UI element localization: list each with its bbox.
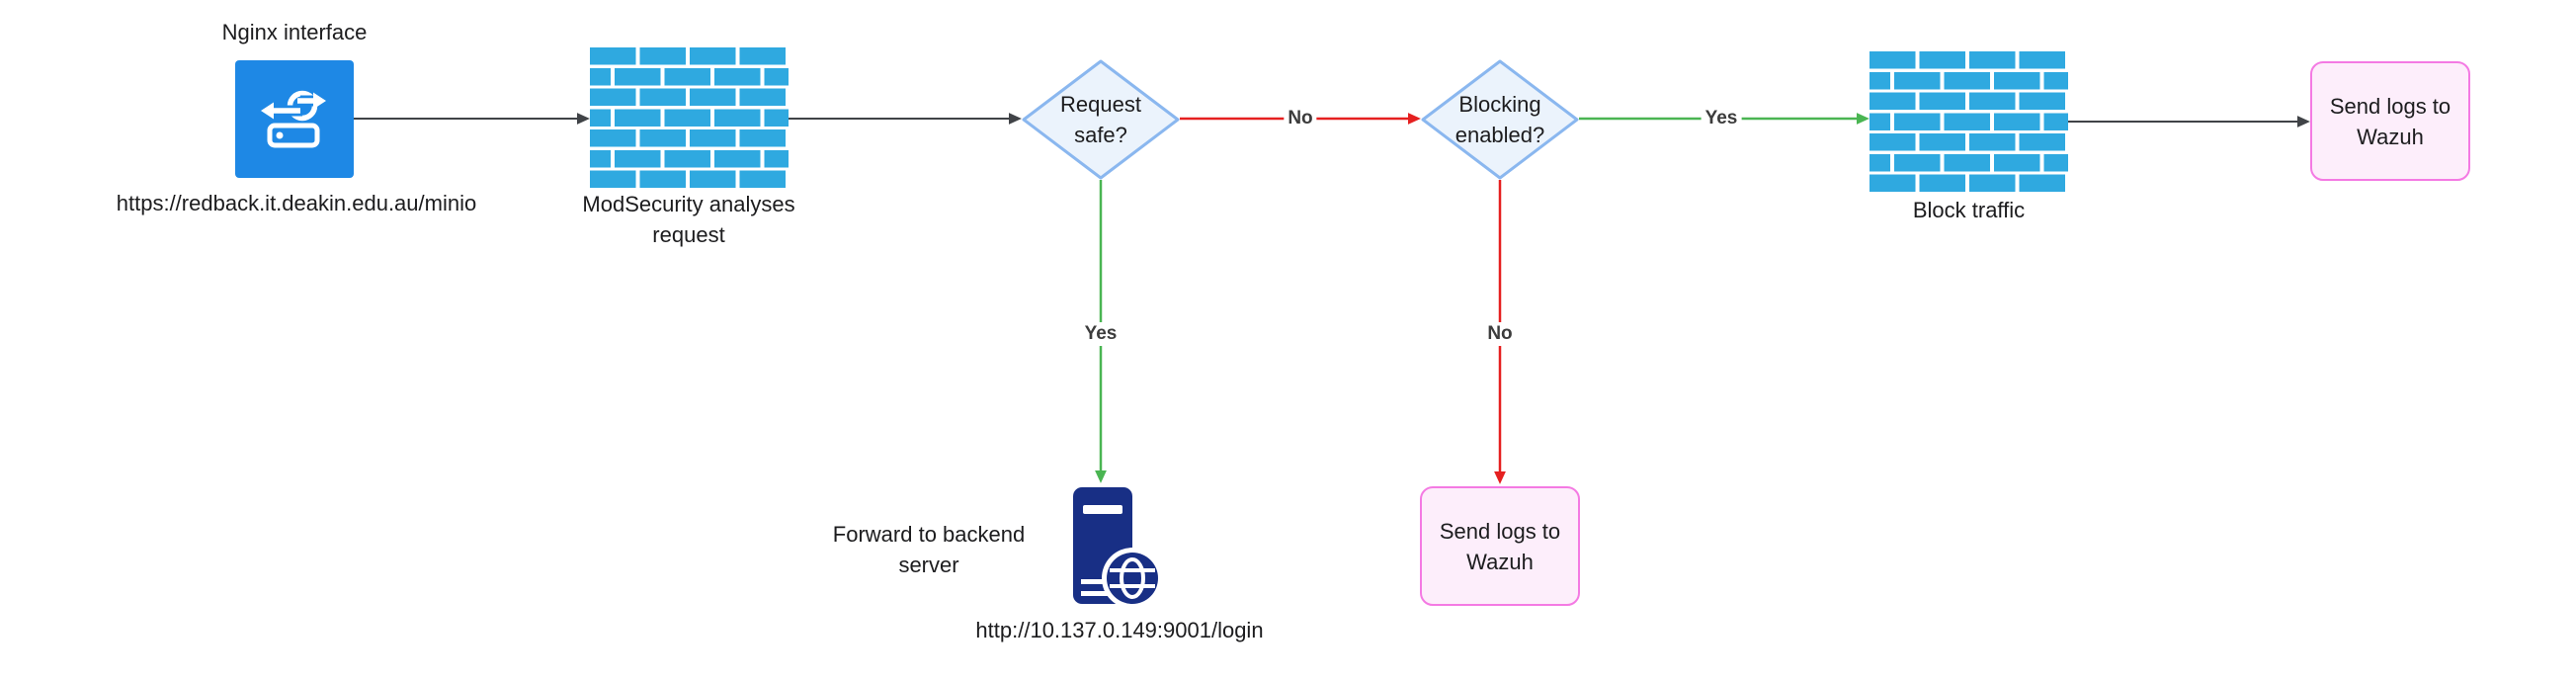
request-safe-line1: Request bbox=[1060, 92, 1141, 117]
request-safe-line2: safe? bbox=[1074, 123, 1127, 147]
send-logs-wazuh-right-box: Send logs to Wazuh bbox=[2310, 61, 2470, 181]
request-safe-text: Request safe? bbox=[1022, 89, 1180, 150]
send-logs-wazuh-right-line2: Wazuh bbox=[2357, 124, 2424, 149]
firewall-icon bbox=[590, 47, 789, 191]
edge-label-yes-horizontal: Yes bbox=[1701, 107, 1742, 130]
send-logs-wazuh-right-line1: Send logs to bbox=[2329, 93, 2451, 119]
blocking-enabled-text: Blocking enabled? bbox=[1421, 89, 1579, 150]
send-logs-wazuh-bottom-line2: Wazuh bbox=[1466, 549, 1534, 574]
blocking-enabled-line1: Blocking bbox=[1458, 92, 1541, 117]
nginx-url: https://redback.it.deakin.edu.au/minio bbox=[116, 191, 477, 215]
request-safe-diamond bbox=[1022, 59, 1180, 180]
forward-backend-label-line2: server bbox=[898, 553, 959, 577]
blocking-enabled-diamond bbox=[1421, 59, 1579, 180]
backend-server-globe-icon bbox=[1073, 487, 1163, 609]
backend-url: http://10.137.0.149:9001/login bbox=[975, 618, 1264, 642]
edge-label-no-vertical: No bbox=[1483, 322, 1517, 346]
edge-label-no-horizontal: No bbox=[1284, 107, 1317, 130]
edge-label-yes-vertical: Yes bbox=[1080, 322, 1122, 346]
nginx-title: Nginx interface bbox=[221, 20, 368, 44]
block-traffic-label: Block traffic bbox=[1912, 198, 2026, 222]
modsecurity-label-line1: ModSecurity analyses bbox=[582, 192, 795, 216]
blocking-enabled-line2: enabled? bbox=[1454, 123, 1545, 147]
send-logs-wazuh-bottom-box: Send logs to Wazuh bbox=[1420, 486, 1580, 606]
modsecurity-label-line2: request bbox=[652, 222, 725, 247]
reverse-proxy-icon bbox=[235, 60, 354, 178]
firewall-icon bbox=[1870, 51, 2068, 195]
forward-backend-label: Forward to backend server bbox=[781, 519, 1077, 580]
forward-backend-label-line1: Forward to backend bbox=[832, 522, 1026, 547]
modsecurity-label: ModSecurity analyses request bbox=[565, 189, 812, 250]
send-logs-wazuh-bottom-line1: Send logs to bbox=[1439, 518, 1561, 544]
